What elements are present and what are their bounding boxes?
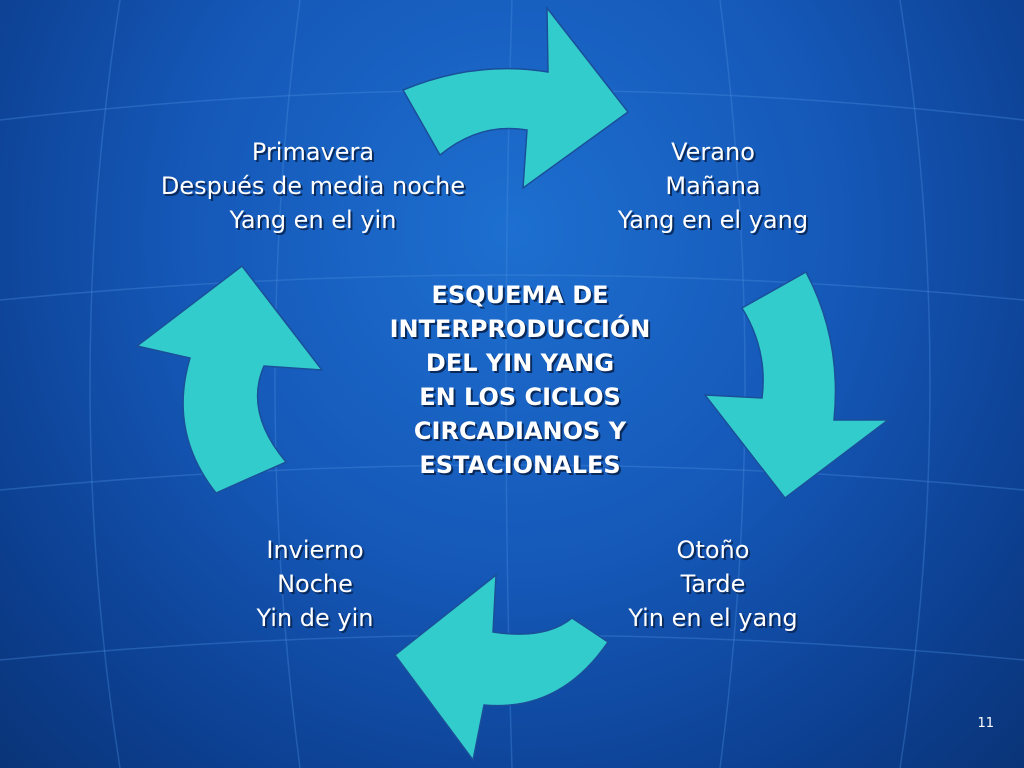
title-line: EN LOS CICLOS	[419, 383, 621, 411]
yin-yang-phase: Yang en el yang	[617, 206, 809, 234]
title-line: ESQUEMA DE	[431, 281, 609, 309]
season-name: Invierno	[266, 536, 364, 564]
yin-yang-phase: Yin de yin	[256, 604, 374, 632]
title-line: CIRCADIANOS Y	[413, 417, 627, 445]
arrow-primavera-to-verano	[401, 5, 630, 190]
time-of-day: Mañana	[665, 172, 761, 200]
diagram-title: ESQUEMA DE INTERPRODUCCIÓN DEL YIN YANG …	[330, 278, 710, 482]
arrow-invierno-to-primavera	[135, 264, 324, 494]
season-name: Verano	[671, 138, 755, 166]
season-name: Otoño	[676, 536, 750, 564]
title-line: INTERPRODUCCIÓN	[389, 315, 651, 343]
time-of-day: Noche	[277, 570, 353, 598]
arrow-otono-to-invierno	[393, 573, 610, 762]
label-primavera: Primavera Después de media noche Yang en…	[100, 135, 526, 237]
yin-yang-phase: Yang en el yin	[229, 206, 397, 234]
label-verano: Verano Mañana Yang en el yang	[560, 135, 866, 237]
yin-yang-phase: Yin en el yang	[628, 604, 798, 632]
slide-number: 11	[977, 716, 994, 731]
title-line: DEL YIN YANG	[425, 349, 615, 377]
label-invierno: Invierno Noche Yin de yin	[190, 533, 440, 635]
season-name: Primavera	[251, 138, 375, 166]
time-of-day: Tarde	[680, 570, 746, 598]
label-otono: Otoño Tarde Yin en el yang	[570, 533, 856, 635]
arrow-verano-to-otono	[703, 270, 891, 500]
time-of-day: Después de media noche	[160, 172, 466, 200]
title-line: ESTACIONALES	[419, 451, 621, 479]
